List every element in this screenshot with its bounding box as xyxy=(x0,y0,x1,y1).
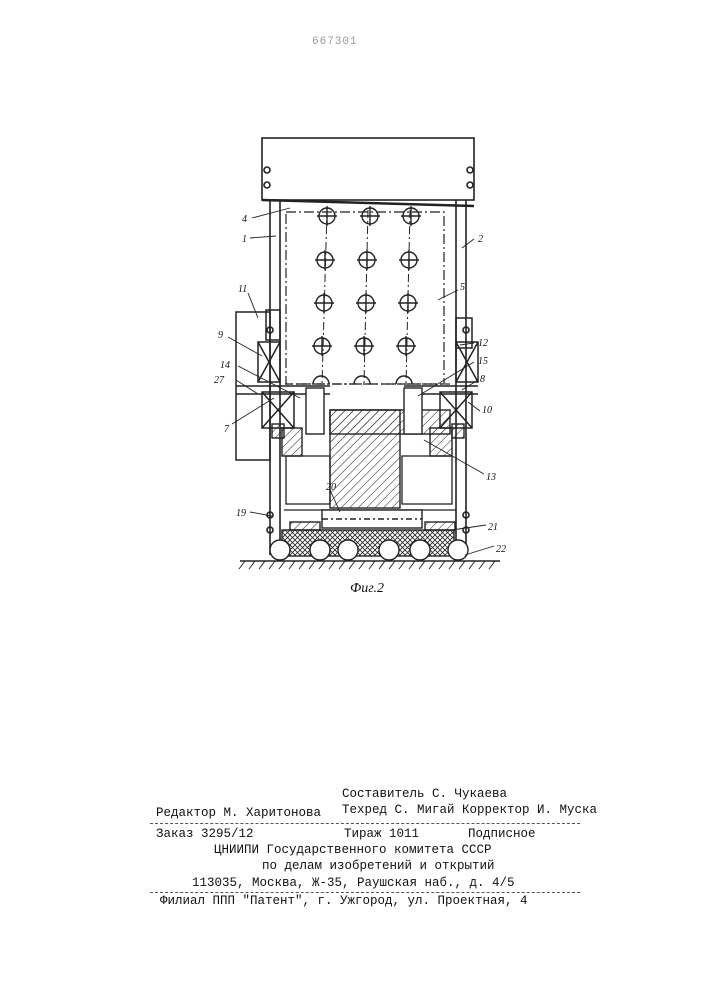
label-15: 15 xyxy=(478,356,488,367)
roller xyxy=(270,540,290,560)
roller xyxy=(448,540,468,560)
label-4: 4 xyxy=(242,214,247,225)
label-1: 1 xyxy=(242,234,247,245)
label-2: 2 xyxy=(478,234,483,245)
label-21: 21 xyxy=(488,522,498,533)
label-10: 10 xyxy=(482,405,492,416)
label-12: 12 xyxy=(478,338,488,349)
label-13: 13 xyxy=(486,472,496,483)
label-7: 7 xyxy=(224,424,230,435)
label-22: 22 xyxy=(496,544,506,555)
piston-14 xyxy=(306,388,324,434)
top-frame xyxy=(262,138,474,200)
article-grid xyxy=(312,206,421,384)
roller xyxy=(379,540,399,560)
roller xyxy=(338,540,358,560)
label-19: 19 xyxy=(236,508,246,519)
roller xyxy=(310,540,330,560)
label-11: 11 xyxy=(238,284,247,295)
label-8: 8 xyxy=(480,374,485,385)
label-9: 9 xyxy=(218,330,223,341)
roller xyxy=(410,540,430,560)
label-20: 20 xyxy=(326,482,336,493)
figure-caption: Фиг.2 xyxy=(350,581,384,596)
label-5: 5 xyxy=(460,282,465,293)
label-27: 27 xyxy=(214,375,225,386)
label-14: 14 xyxy=(220,360,230,371)
